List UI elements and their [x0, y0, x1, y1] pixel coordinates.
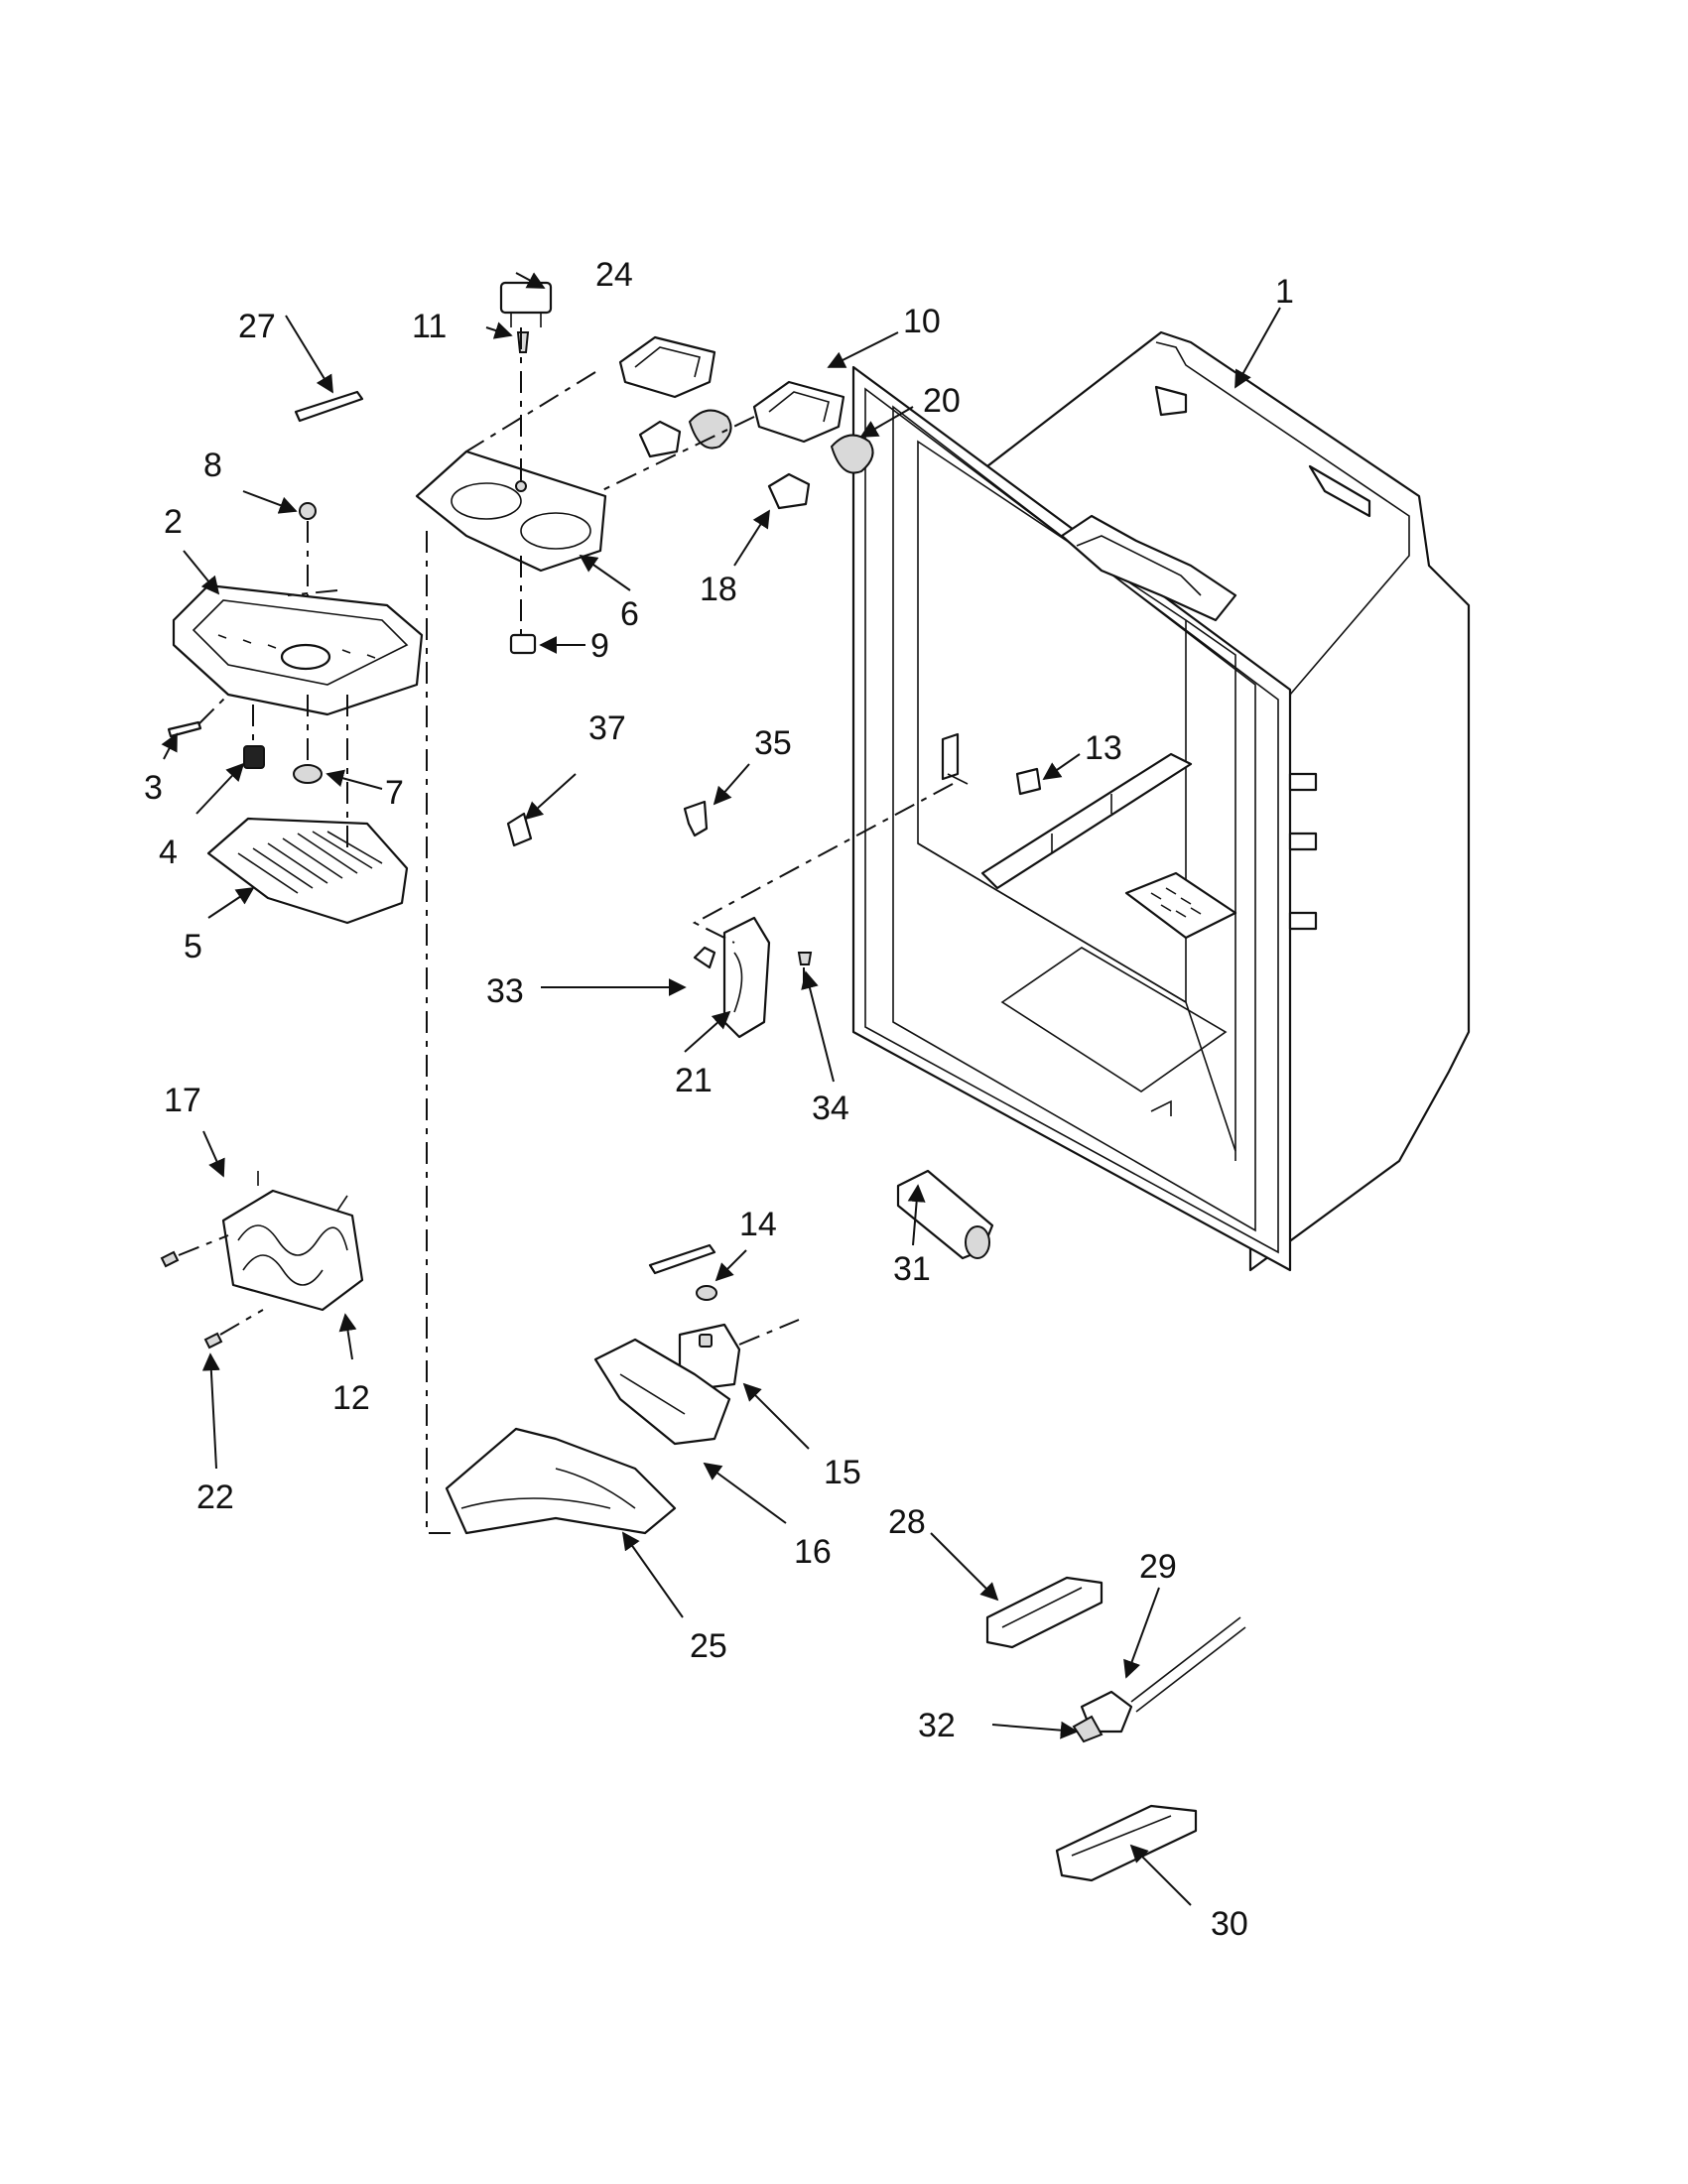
lens-cover-part: [206, 817, 409, 925]
callout-30: 30: [1211, 1905, 1248, 1943]
grommet-part: [293, 764, 323, 784]
callout-33: 33: [486, 972, 524, 1010]
callout-7: 7: [385, 774, 404, 812]
callout-29: 29: [1139, 1548, 1177, 1586]
assembly-guide-lines: [178, 327, 954, 1534]
light-bulb-part: [830, 434, 874, 474]
clip-part: [1015, 767, 1042, 796]
callout-22: 22: [196, 1478, 234, 1516]
leader-lines: [161, 272, 1281, 1906]
callout-8: 8: [203, 447, 222, 484]
light-bulb-part: [688, 409, 732, 450]
bracket-plate-part: [415, 450, 607, 573]
wire-tie-part: [294, 390, 364, 423]
thermistor-part: [499, 281, 553, 327]
bracket-part: [683, 800, 709, 837]
shroud-part: [722, 916, 771, 1039]
callout-11: 11: [412, 308, 447, 345]
callout-18: 18: [700, 571, 737, 608]
callout-14: 14: [739, 1206, 777, 1243]
grommet-part: [696, 1285, 717, 1301]
screw-part: [203, 1332, 223, 1349]
callout-10: 10: [903, 303, 941, 340]
filter-cap-part: [965, 1225, 990, 1259]
clip-part: [167, 720, 202, 738]
screw-part: [797, 952, 813, 965]
chute-housing-part: [593, 1338, 731, 1446]
sensor-bracket-part: [693, 946, 716, 969]
callout-4: 4: [159, 834, 178, 871]
dispenser-chute-part: [445, 1427, 677, 1535]
callout-13: 13: [1085, 729, 1122, 767]
heater-assembly-part: [221, 1171, 364, 1312]
callout-16: 16: [794, 1533, 832, 1571]
callout-34: 34: [812, 1090, 849, 1127]
clamp-part: [1072, 1715, 1104, 1743]
thermostat-part: [1080, 1616, 1246, 1734]
callout-2: 2: [164, 503, 183, 541]
light-socket-housing-part: [618, 335, 716, 399]
callout-3: 3: [144, 769, 163, 807]
callout-12: 12: [332, 1379, 370, 1417]
callout-21: 21: [675, 1062, 713, 1099]
nut-part: [299, 502, 317, 520]
callout-labels: 1 2 3 4 5 6 7 8 9 10 11 12 13 14 15 16 1…: [144, 256, 1294, 1943]
callout-15: 15: [824, 1454, 861, 1491]
light-housing-part: [172, 583, 424, 716]
callout-9: 9: [590, 627, 609, 665]
cabinet-liner-part: [851, 330, 1471, 1272]
callout-25: 25: [690, 1627, 727, 1665]
callout-1: 1: [1275, 273, 1294, 311]
screw-part: [160, 1250, 180, 1268]
callout-27: 27: [238, 308, 276, 345]
callout-5: 5: [184, 928, 202, 965]
callout-32: 32: [918, 1707, 956, 1744]
light-socket-part: [767, 472, 811, 510]
callout-6: 6: [620, 595, 639, 633]
cover-bracket-part: [1055, 1804, 1198, 1882]
callout-31: 31: [893, 1250, 931, 1288]
callout-28: 28: [888, 1503, 926, 1541]
light-socket-part: [638, 420, 682, 458]
thermostat-bracket-part: [985, 1576, 1104, 1649]
wire-tie-part: [648, 1243, 716, 1275]
callout-37: 37: [588, 709, 626, 747]
cap-part: [506, 812, 533, 847]
callout-35: 35: [754, 724, 792, 762]
callout-24: 24: [595, 256, 633, 294]
callout-20: 20: [923, 382, 961, 420]
light-socket-housing-part: [752, 380, 845, 444]
fastener-part: [509, 633, 537, 655]
callout-17: 17: [164, 1082, 201, 1119]
screw-part: [516, 331, 530, 353]
switch-part: [243, 745, 265, 769]
